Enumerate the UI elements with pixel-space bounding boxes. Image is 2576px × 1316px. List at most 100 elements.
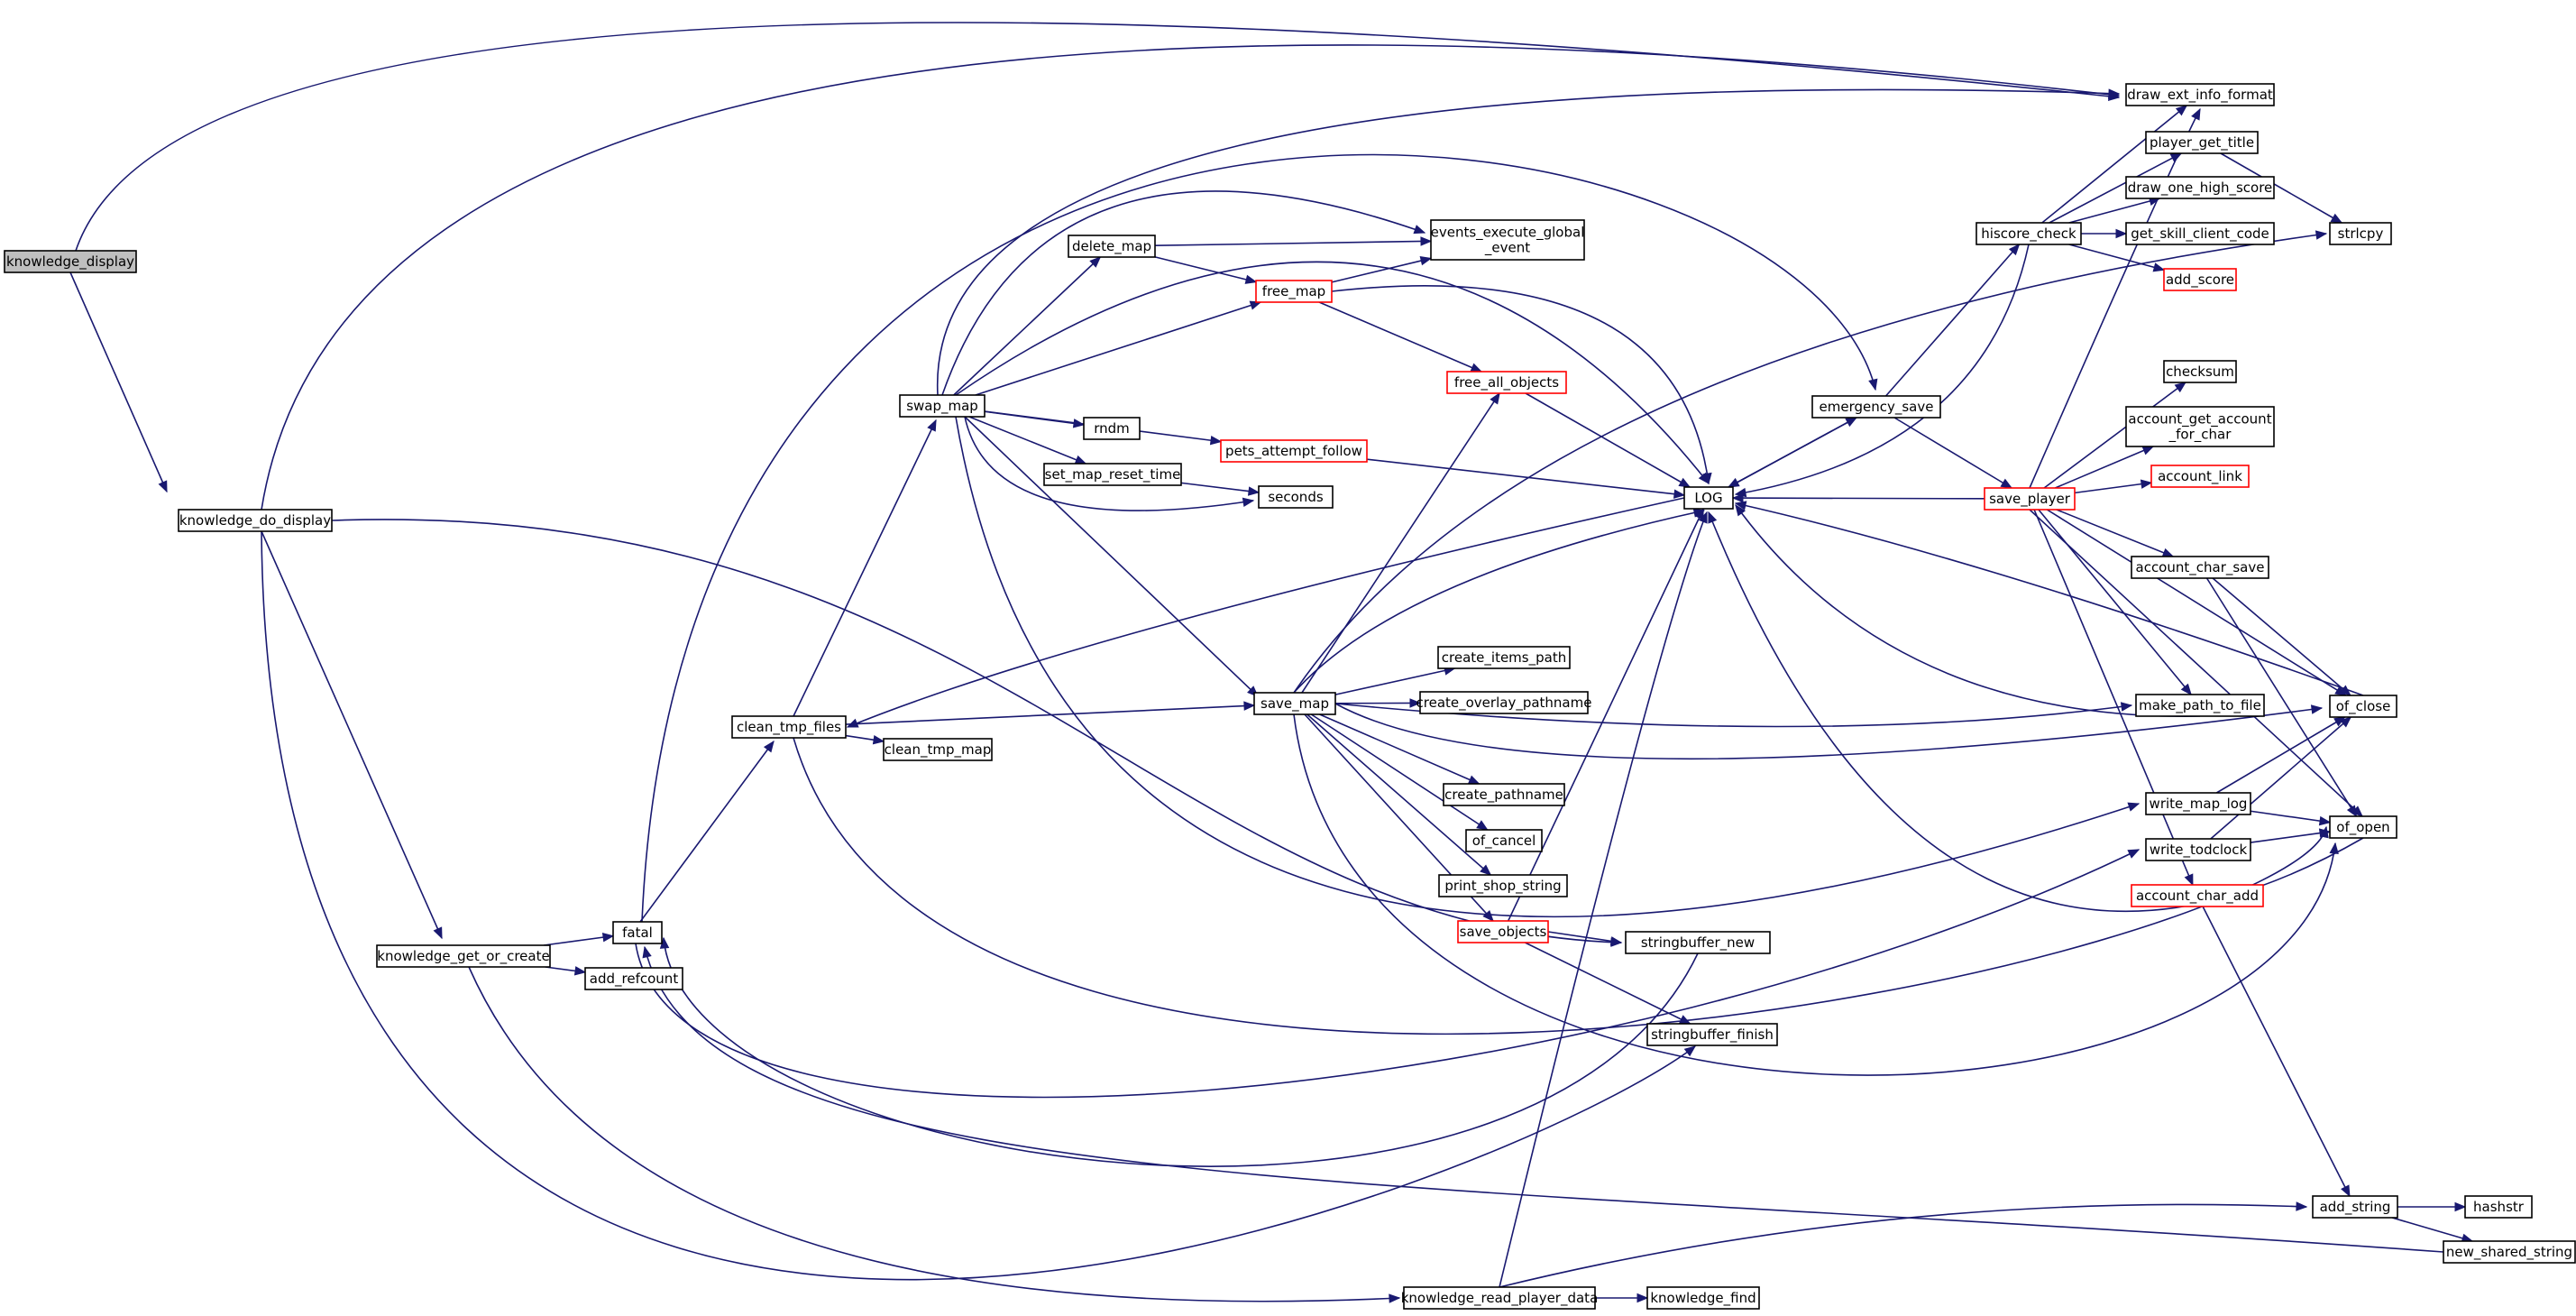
- node-hashstr[interactable]: hashstr: [2464, 1195, 2533, 1219]
- node-create-items-path[interactable]: create_items_path: [1437, 646, 1571, 669]
- node-rndm[interactable]: rndm: [1083, 417, 1141, 440]
- node-label: new_shared_string: [2446, 1244, 2572, 1261]
- node-pets-attempt-follow[interactable]: pets_attempt_follow: [1220, 439, 1368, 463]
- node-save-map[interactable]: save_map: [1253, 692, 1336, 715]
- edge-clean_tmp_files-to-clean_tmp_map: [845, 734, 885, 745]
- edge-knowledge_get_or_create-to-knowledge_read_player_data: [468, 966, 1401, 1303]
- edge-save_player-to-account_char_save: [2056, 509, 2175, 557]
- node-get-skill-client-code[interactable]: get_skill_client_code: [2125, 222, 2275, 245]
- node-LOG[interactable]: LOG: [1683, 486, 1734, 510]
- node-print-shop-string[interactable]: print_shop_string: [1438, 874, 1568, 897]
- node-write-map-log[interactable]: write_map_log: [2145, 792, 2251, 815]
- node-make-path-to-file[interactable]: make_path_to_file: [2135, 694, 2265, 717]
- edge-hiscore_check-to-draw_one_high_score: [2068, 196, 2161, 224]
- node-of-close[interactable]: of_close: [2329, 695, 2397, 718]
- node-draw-ext-info-format[interactable]: draw_ext_info_format: [2125, 83, 2275, 106]
- node-seconds[interactable]: seconds: [1258, 485, 1334, 509]
- node-knowledge-get-or-create[interactable]: knowledge_get_or_create: [376, 944, 551, 968]
- node-box: [1646, 1023, 1778, 1046]
- node-delete-map[interactable]: delete_map: [1068, 235, 1156, 258]
- arrowhead: [2296, 1201, 2308, 1211]
- node-label: print_shop_string: [1444, 878, 1561, 895]
- node-add-refcount[interactable]: add_refcount: [584, 967, 683, 990]
- edge-line: [644, 946, 2444, 1253]
- edge-write_todclock-to-of_open: [2250, 828, 2332, 843]
- arrowhead: [2310, 704, 2324, 714]
- node-save-objects[interactable]: save_objects: [1457, 920, 1549, 943]
- node-label: add_refcount: [590, 971, 679, 988]
- edge-line: [1334, 667, 1455, 695]
- node-clean-tmp-map[interactable]: clean_tmp_map: [883, 738, 993, 761]
- edge-fatal-to-clean_tmp_files: [639, 740, 775, 923]
- node-create-overlay-pathname[interactable]: create_overlay_pathname: [1416, 691, 1592, 714]
- node-label-line: _for_char: [2168, 427, 2232, 444]
- node-emergency-save[interactable]: emergency_save: [1811, 395, 1941, 419]
- node-clean-tmp-files[interactable]: clean_tmp_files: [731, 715, 847, 739]
- node-strlcpy[interactable]: strlcpy: [2329, 222, 2392, 245]
- node-create-pathname[interactable]: create_pathname: [1443, 783, 1565, 806]
- node-save-player[interactable]: save_player: [1984, 487, 2076, 511]
- node-knowledge-read-player-data[interactable]: knowledge_read_player_data: [1401, 1286, 1599, 1310]
- node-account-get-account-for-char[interactable]: account_get_account_for_char: [2125, 406, 2275, 447]
- node-new-shared-string[interactable]: new_shared_string: [2443, 1240, 2576, 1264]
- node-draw-one-high-score[interactable]: draw_one_high_score: [2125, 176, 2275, 199]
- node-hiscore-check[interactable]: hiscore_check: [1976, 222, 2082, 245]
- node-events-execute-global-event[interactable]: events_execute_global_event: [1430, 219, 1585, 261]
- node-label: seconds: [1268, 489, 1323, 505]
- node-box: [2131, 884, 2264, 907]
- node-label-line: save_player: [1989, 491, 2071, 508]
- edge-line: [2250, 831, 2331, 843]
- node-account-char-add[interactable]: account_char_add: [2131, 884, 2264, 907]
- node-stringbuffer-finish[interactable]: stringbuffer_finish: [1646, 1023, 1778, 1046]
- edge-line: [2202, 906, 2351, 1197]
- edge-line: [955, 416, 2140, 918]
- node-of-open[interactable]: of_open: [2329, 815, 2397, 839]
- node-swap-map[interactable]: swap_map: [899, 394, 985, 418]
- node-label-line: new_shared_string: [2446, 1244, 2572, 1261]
- node-player-get-title[interactable]: player_get_title: [2145, 131, 2259, 154]
- edge-save_player-to-account_char_add: [2033, 509, 2194, 887]
- edge-fatal-to-emergency_save: [641, 153, 1878, 923]
- node-knowledge-display[interactable]: knowledge_display: [4, 250, 137, 273]
- node-label-line: knowledge_do_display: [179, 512, 331, 529]
- node-set-map-reset-time[interactable]: set_map_reset_time: [1043, 463, 1182, 486]
- node-label-line: rndm: [1094, 420, 1130, 437]
- arrowhead: [1702, 472, 1712, 485]
- node-label: make_path_to_file: [2139, 697, 2261, 714]
- node-account-char-save[interactable]: account_char_save: [2131, 556, 2269, 579]
- node-add-string[interactable]: add_string: [2312, 1195, 2398, 1219]
- node-free-all-objects[interactable]: free_all_objects: [1446, 371, 1567, 394]
- node-stringbuffer-new[interactable]: stringbuffer_new: [1625, 931, 1771, 954]
- node-fatal[interactable]: fatal: [612, 921, 663, 944]
- arrowhead: [1698, 511, 1708, 524]
- node-label: events_execute_global_event: [1431, 225, 1585, 257]
- edge-line: [1180, 482, 1260, 493]
- edge-write_map_log-to-of_close: [2215, 716, 2346, 794]
- edge-save_player-to-make_path_to_file: [2038, 509, 2192, 696]
- node-label-line: strlcpy: [2338, 225, 2384, 242]
- node-knowledge-find[interactable]: knowledge_find: [1646, 1286, 1760, 1310]
- node-write-todclock[interactable]: write_todclock: [2145, 838, 2251, 861]
- node-box: [178, 509, 333, 532]
- edge-line: [468, 966, 1400, 1302]
- edge-knowledge_read_player_data-to-LOG: [1499, 511, 1708, 1288]
- node-label: save_objects: [1460, 924, 1547, 941]
- node-free-map[interactable]: free_map: [1255, 280, 1333, 303]
- node-knowledge-do-display[interactable]: knowledge_do_display: [178, 509, 333, 532]
- node-label-line: clean_tmp_map: [885, 741, 992, 759]
- node-checksum[interactable]: checksum: [2163, 360, 2237, 383]
- node-label: create_items_path: [1442, 649, 1566, 667]
- node-box: [1043, 463, 1182, 486]
- node-add-score[interactable]: add_score: [2163, 268, 2237, 291]
- node-box: [2125, 83, 2275, 106]
- edge-line: [1331, 257, 1432, 283]
- node-label: set_map_reset_time: [1045, 466, 1181, 483]
- node-account-link[interactable]: account_link: [2150, 465, 2250, 488]
- edge-line: [261, 44, 2120, 511]
- arrowhead: [642, 945, 652, 959]
- edge-line: [964, 416, 1259, 697]
- edge-line: [261, 530, 1696, 1281]
- node-label-line: seconds: [1268, 489, 1323, 505]
- node-box: [2125, 406, 2275, 447]
- node-of-cancel[interactable]: of_cancel: [1465, 829, 1543, 852]
